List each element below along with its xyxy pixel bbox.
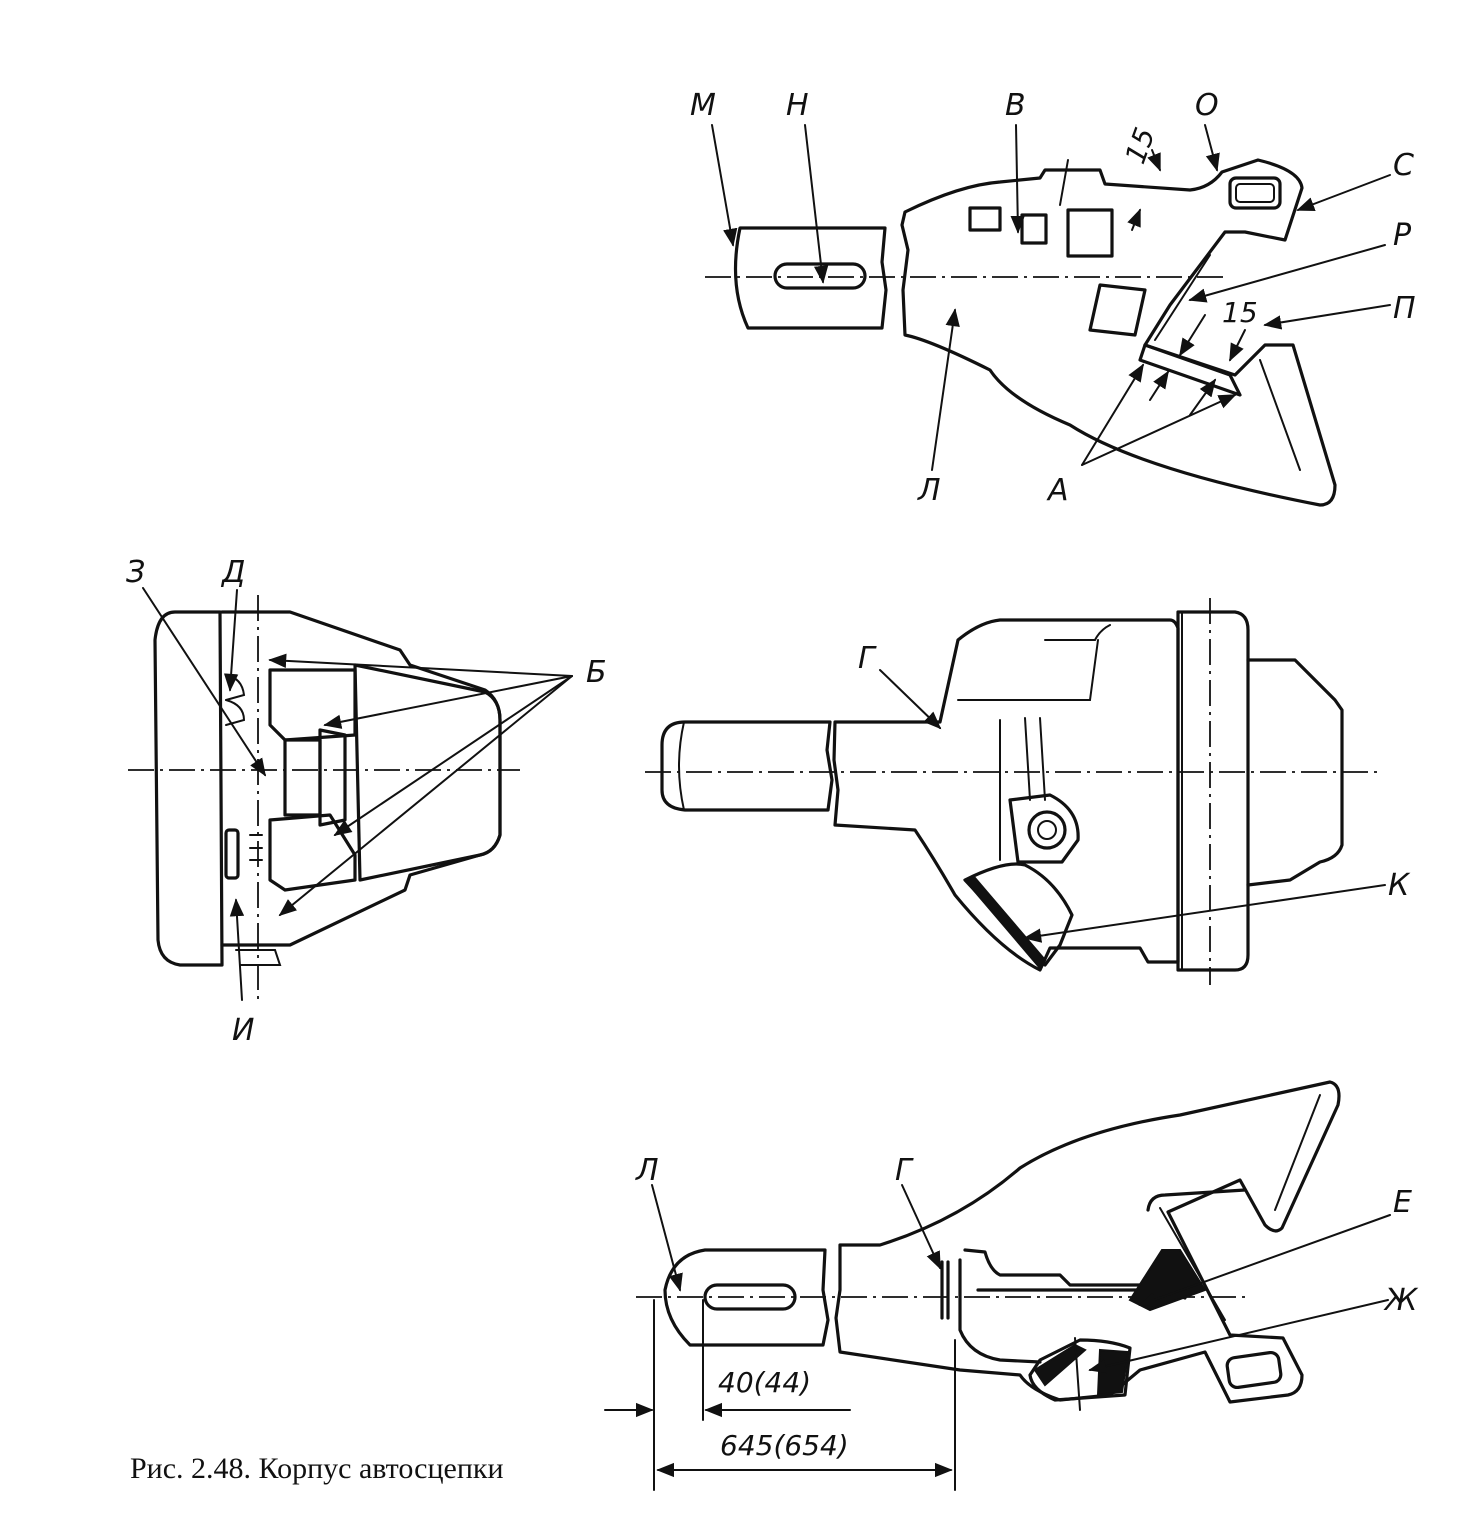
label-n: Н — [786, 88, 809, 123]
label-e: Е — [1393, 1185, 1412, 1220]
figure-caption: Рис. 2.48. Корпус автосцепки — [130, 1452, 504, 1485]
dim-15-upper: 15 — [1119, 123, 1162, 168]
label-z: З — [126, 555, 145, 590]
dim-length: 645(654) — [720, 1429, 849, 1462]
label-p: П — [1393, 291, 1416, 326]
label-s: С — [1393, 148, 1414, 183]
dim-slot: 40(44) — [718, 1366, 811, 1399]
label-b: Б — [586, 655, 607, 690]
label-o: О — [1195, 88, 1219, 123]
label-g-bottom: Г — [895, 1153, 914, 1188]
end-view: З Д Б И — [126, 555, 607, 1048]
label-k: К — [1388, 868, 1411, 903]
label-l-top: Л — [917, 473, 941, 508]
label-v: В — [1005, 88, 1026, 123]
label-m: М — [690, 88, 716, 123]
top-view: М Н В О С Р П Л А 15 15 — [690, 88, 1416, 508]
label-zh: Ж — [1383, 1283, 1419, 1318]
label-d: Д — [220, 555, 245, 590]
bottom-view: Л Г Е Ж 40(44) 645(654) — [604, 1080, 1419, 1491]
label-l-bottom: Л — [635, 1153, 659, 1188]
label-a: А — [1046, 473, 1069, 508]
label-g-mid: Г — [858, 641, 877, 676]
label-r: Р — [1393, 218, 1412, 253]
dim-15-lower: 15 — [1222, 296, 1258, 329]
label-i: И — [232, 1013, 254, 1048]
side-view: Г К — [645, 598, 1411, 985]
